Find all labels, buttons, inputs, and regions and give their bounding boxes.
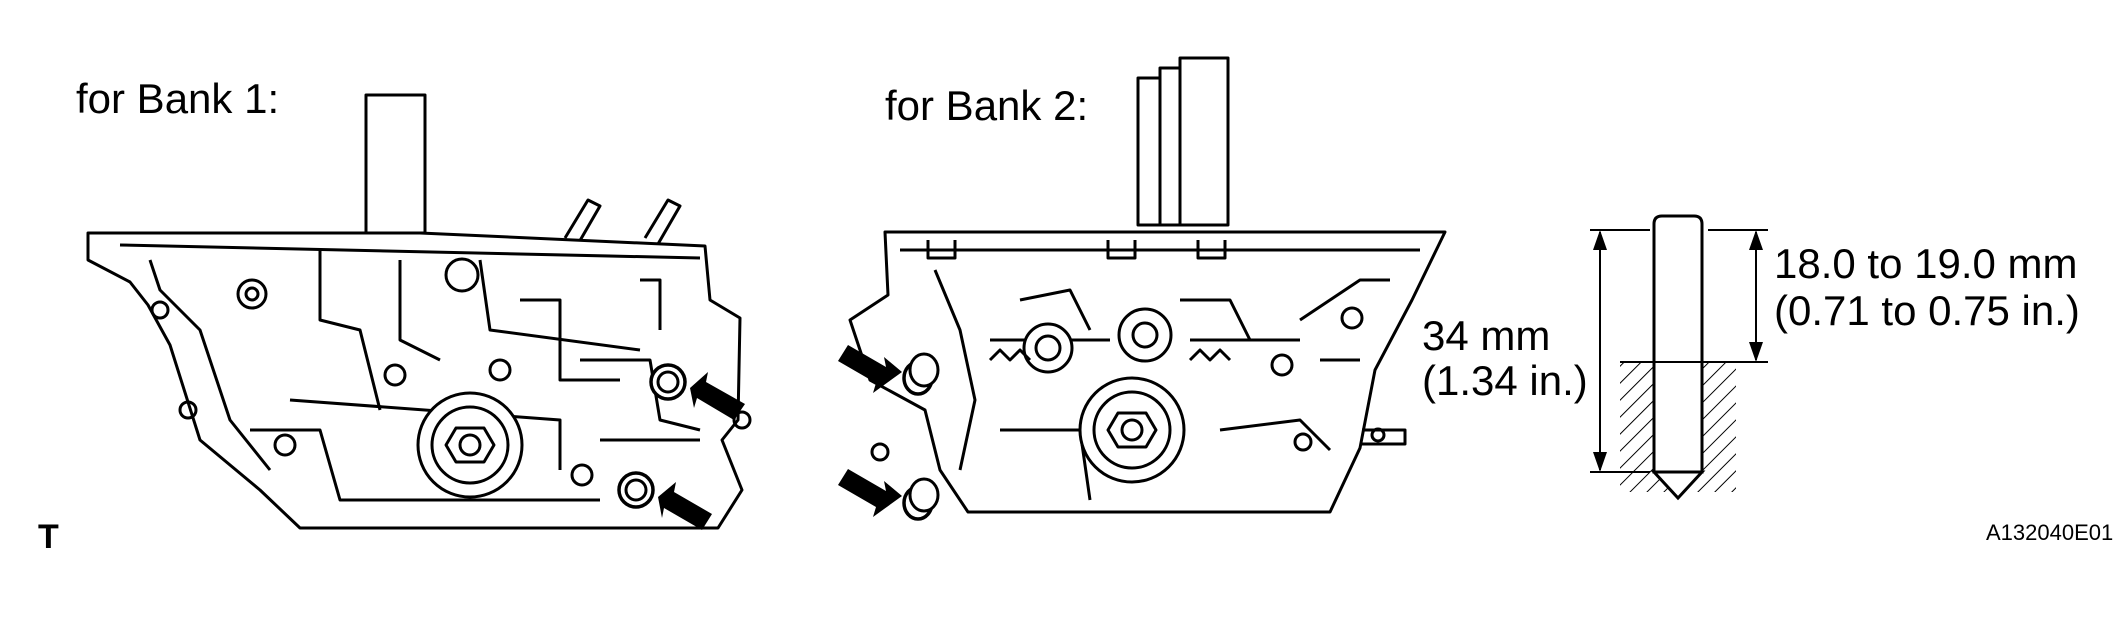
bank1-pin-arrows <box>658 372 745 530</box>
figure-code: A132040E01 <box>1986 520 2114 545</box>
bank2-cylinder-head <box>848 56 1447 521</box>
protrusion-inch-label: (0.71 to 0.75 in.) <box>1774 287 2080 334</box>
total-length-label: 34 mm <box>1422 312 1551 359</box>
protrusion-label: 18.0 to 19.0 mm <box>1774 240 2078 287</box>
bank2-pin-arrows <box>838 345 902 517</box>
straight-pin-detail <box>1590 214 1768 501</box>
bank1-cylinder-head <box>86 93 752 530</box>
corner-mark: T <box>38 518 59 556</box>
total-length-inch-label: (1.34 in.) <box>1422 357 1588 404</box>
bank1-label: for Bank 1: <box>76 75 280 122</box>
bank2-label: for Bank 2: <box>885 82 1089 129</box>
